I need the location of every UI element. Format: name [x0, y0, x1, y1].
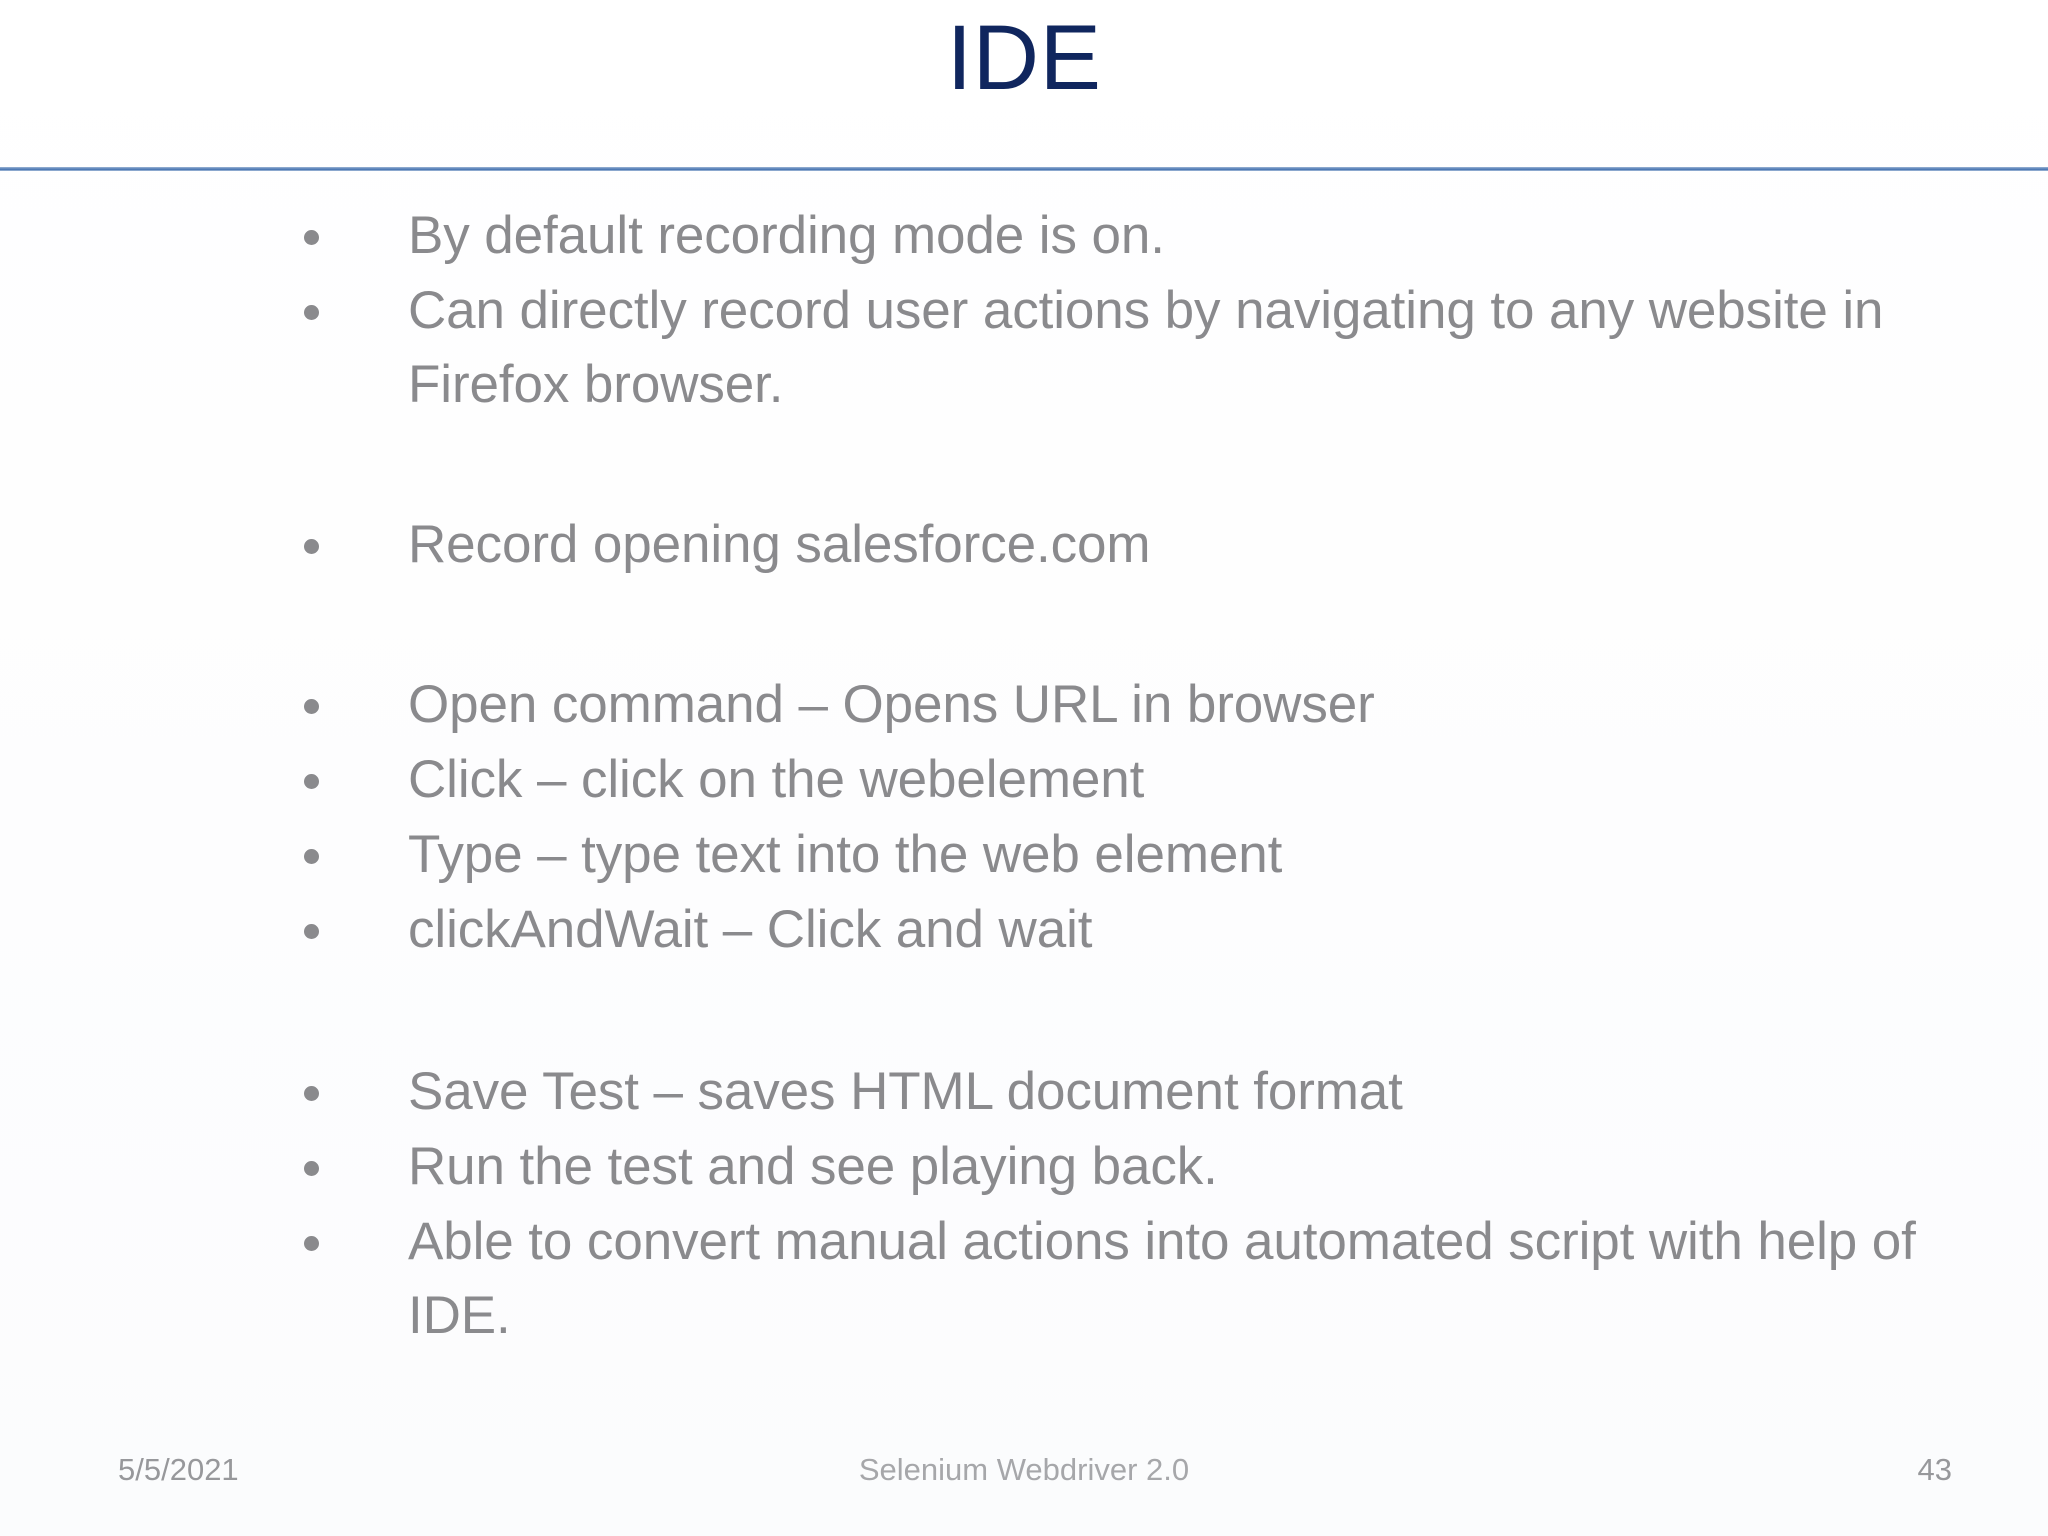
bullet-dot-icon	[304, 230, 319, 245]
bullet-dot-icon	[304, 774, 319, 789]
list-item: Type – type text into the web element	[296, 818, 1996, 892]
bullet-dot-icon	[304, 849, 319, 864]
bullet-dot-icon	[304, 1161, 319, 1176]
bullet-text: Record opening salesforce.com	[408, 515, 1151, 574]
bullet-text: Save Test – saves HTML document format	[408, 1062, 1403, 1121]
bullet-text: By default recording mode is on.	[408, 206, 1165, 265]
title-divider-rule	[0, 167, 2048, 171]
list-item: clickAndWait – Click and wait	[296, 893, 1996, 967]
list-item: By default recording mode is on.	[296, 199, 1996, 273]
footer-date: 5/5/2021	[118, 1452, 239, 1487]
list-item: Open command – Opens URL in browser	[296, 668, 1996, 742]
list-item: Record opening salesforce.com	[296, 508, 1996, 582]
bullet-dot-icon	[304, 305, 319, 320]
bullet-text: Type – type text into the web element	[408, 825, 1283, 884]
bullet-dot-icon	[304, 924, 319, 939]
footer-page-number: 43	[1917, 1452, 1952, 1487]
bullet-text: Run the test and see playing back.	[408, 1137, 1218, 1196]
page-title: IDE	[946, 7, 1102, 109]
list-item: Can directly record user actions by navi…	[296, 274, 1996, 422]
bullet-dot-icon	[304, 1086, 319, 1101]
bullet-text: Can directly record user actions by navi…	[408, 281, 1884, 414]
bullet-dot-icon	[304, 1236, 319, 1251]
list-item: Click – click on the webelement	[296, 743, 1996, 817]
bullet-text: Open command – Opens URL in browser	[408, 675, 1375, 734]
slide-body: By default recording mode is on. Can dir…	[0, 168, 2048, 1438]
slide-title-area: IDE	[0, 0, 2048, 168]
list-item: Run the test and see playing back.	[296, 1130, 1996, 1204]
list-item: Able to convert manual actions into auto…	[296, 1205, 1996, 1353]
bullet-list: By default recording mode is on. Can dir…	[296, 199, 1996, 1354]
list-item: Save Test – saves HTML document format	[296, 1055, 1996, 1129]
slide-footer: 5/5/2021 Selenium Webdriver 2.0 43	[0, 1448, 2048, 1518]
bullet-text: clickAndWait – Click and wait	[408, 900, 1093, 959]
bullet-dot-icon	[304, 539, 319, 554]
bullet-text: Click – click on the webelement	[408, 750, 1145, 809]
bullet-text: Able to convert manual actions into auto…	[408, 1212, 1916, 1345]
bullet-dot-icon	[304, 699, 319, 714]
footer-title: Selenium Webdriver 2.0	[858, 1452, 1190, 1487]
